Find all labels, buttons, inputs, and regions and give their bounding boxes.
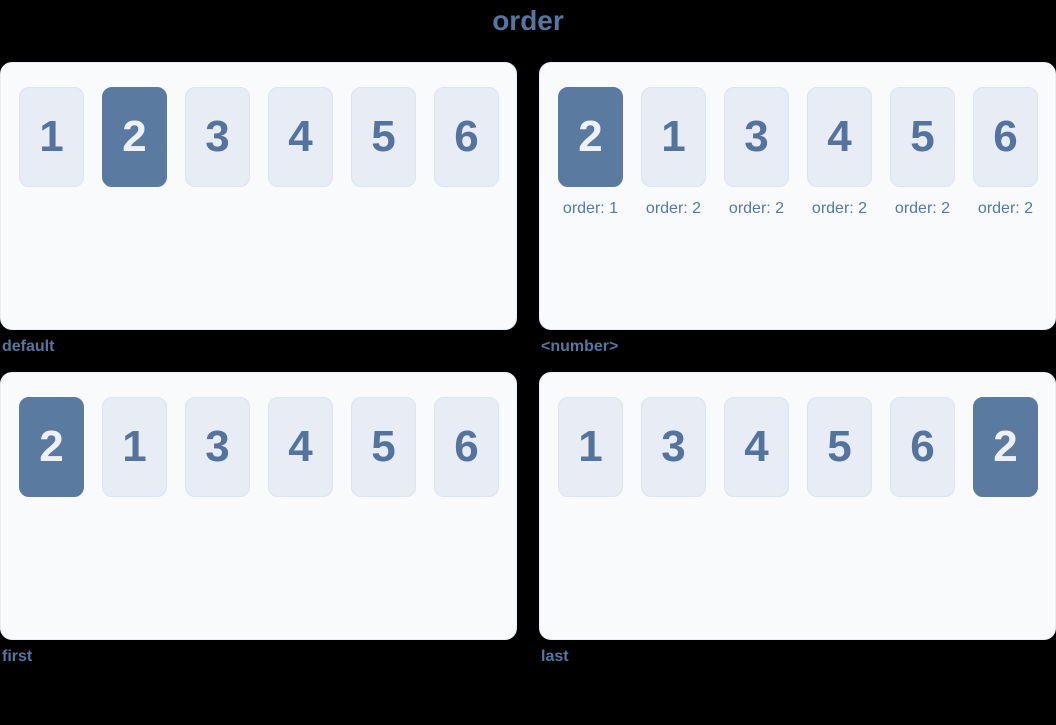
flex-items-row: 2 order: 1 1 order: 2 3 order: 2 4 order: 2 5 ord… — [558, 87, 1038, 218]
flex-item-column: 2 order: 1 — [558, 87, 623, 218]
flex-item-column: 4 — [724, 397, 789, 498]
flex-item-column: 4 order: 2 — [807, 87, 872, 218]
flex-item: 3 — [185, 87, 250, 188]
flex-item-column: 3 order: 2 — [724, 87, 789, 218]
flex-item: 6 — [890, 397, 955, 498]
flex-item-column: 3 — [185, 87, 250, 188]
flex-item-highlighted: 2 — [102, 87, 167, 188]
flex-item-column: 6 order: 2 — [973, 87, 1038, 218]
flex-item-highlighted: 2 — [973, 397, 1038, 498]
order-value-label: order: 2 — [977, 200, 1034, 218]
flex-item-highlighted: 2 — [19, 397, 84, 498]
flex-item-column: 6 — [434, 397, 499, 498]
flex-item-column: 1 order: 2 — [641, 87, 706, 218]
flex-item-column: 2 — [973, 397, 1038, 498]
flex-item-column: 5 — [807, 397, 872, 498]
flex-item-column: 3 — [185, 397, 250, 498]
flex-item: 5 — [351, 87, 416, 188]
flex-item: 1 — [641, 87, 706, 188]
flex-demo-panel-number: 2 order: 1 1 order: 2 3 order: 2 4 order: 2 5 ord… — [539, 62, 1056, 331]
flex-item: 1 — [558, 397, 623, 498]
flex-item: 6 — [434, 397, 499, 498]
flex-item-column: 1 — [102, 397, 167, 498]
flex-item: 3 — [185, 397, 250, 498]
order-value-label: order: 2 — [811, 200, 868, 218]
flex-item: 4 — [268, 397, 333, 498]
order-value-label: order: 2 — [645, 200, 702, 218]
panel-caption-first: first — [2, 648, 33, 666]
flex-item-column: 3 — [641, 397, 706, 498]
flex-item: 6 — [434, 87, 499, 188]
flex-item: 3 — [641, 397, 706, 498]
flex-item-column: 4 — [268, 397, 333, 498]
flex-item-column: 5 — [351, 87, 416, 188]
flex-item-column: 5 order: 2 — [890, 87, 955, 218]
flex-item-column: 2 — [102, 87, 167, 188]
flex-item: 5 — [351, 397, 416, 498]
flex-item-column: 1 — [558, 397, 623, 498]
panel-caption-default: default — [2, 338, 55, 356]
flex-item-column: 2 — [19, 397, 84, 498]
flex-item: 4 — [807, 87, 872, 188]
flex-item: 1 — [102, 397, 167, 498]
flex-item-highlighted: 2 — [558, 87, 623, 188]
flex-item-column: 1 — [19, 87, 84, 188]
flex-item: 5 — [807, 397, 872, 498]
order-value-label: order: 1 — [562, 200, 619, 218]
flex-item: 5 — [890, 87, 955, 188]
order-value-label: order: 2 — [894, 200, 951, 218]
flex-item-column: 6 — [890, 397, 955, 498]
page-title: order — [492, 5, 564, 36]
order-value-label: order: 2 — [728, 200, 785, 218]
flex-item-column: 5 — [351, 397, 416, 498]
panel-caption-number: <number> — [541, 338, 619, 356]
flex-item: 4 — [724, 397, 789, 498]
panel-caption-last: last — [541, 648, 569, 666]
flex-item: 4 — [268, 87, 333, 188]
flex-item: 3 — [724, 87, 789, 188]
flex-item-column: 6 — [434, 87, 499, 188]
flex-item: 1 — [19, 87, 84, 188]
flex-item: 6 — [973, 87, 1038, 188]
panel-cell-number: 2 order: 1 1 order: 2 3 order: 2 4 order: 2 5 ord… — [539, 62, 1056, 356]
flex-item-column: 4 — [268, 87, 333, 188]
